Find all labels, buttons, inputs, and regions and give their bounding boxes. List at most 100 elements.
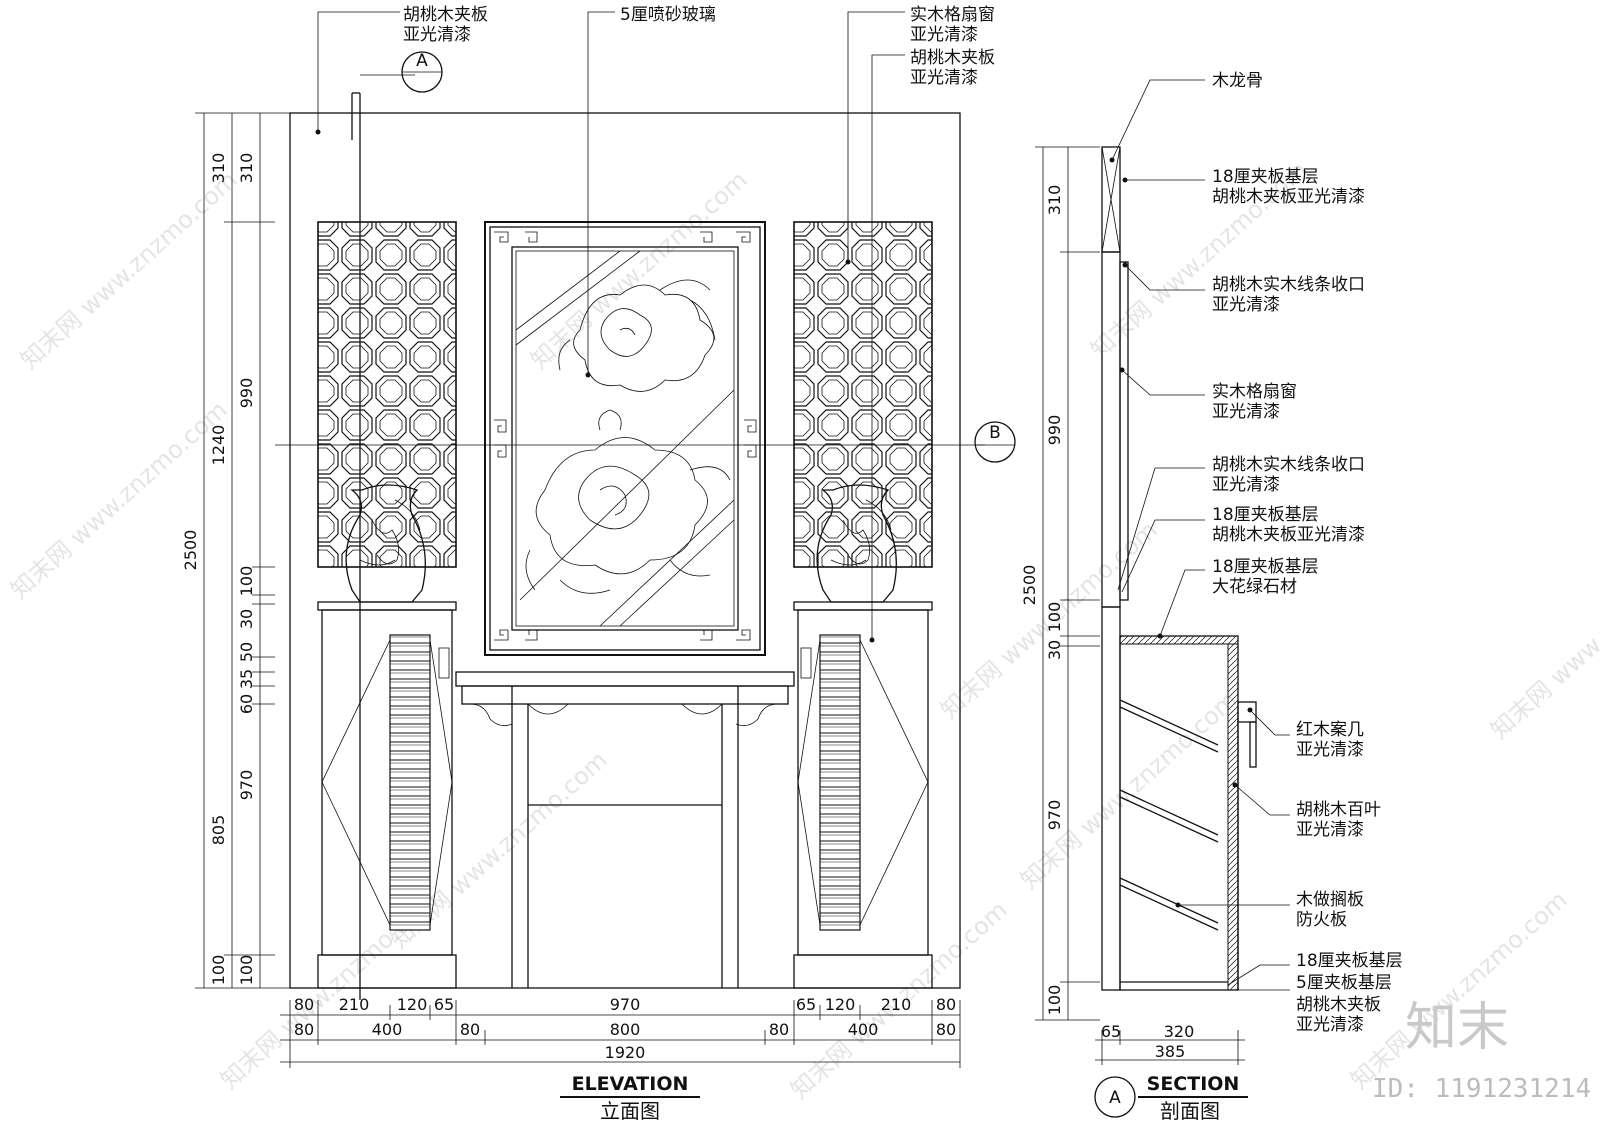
elevation-dimension-lines <box>195 112 290 989</box>
dim-label: 80 <box>936 1020 956 1039</box>
section-dimension-lines <box>1035 146 1245 1065</box>
dim-label: 100 <box>1045 602 1064 633</box>
dim-label: 80 <box>294 995 314 1014</box>
elevation-callout-text: 亚光清漆 <box>910 25 978 45</box>
section-callout-text: 木做搁板 <box>1296 890 1364 910</box>
section-callout-leaders <box>1109 79 1290 991</box>
dim-label: 80 <box>769 1020 789 1039</box>
dim-label: 990 <box>1045 415 1064 446</box>
elevation-callouts: 胡桃木夹板 亚光清漆 5厘喷砂玻璃 实木格扇窗 亚光清漆 胡桃木夹板 亚光清漆 <box>403 5 995 88</box>
dim-label: 385 <box>1155 1042 1186 1061</box>
dim-label: 100 <box>237 566 256 597</box>
watermark: 知末网 www.znzmo.com <box>15 166 242 375</box>
marker-a-label: A <box>416 51 428 71</box>
dim-label: 60 <box>237 694 256 714</box>
dim-label: 990 <box>237 378 256 409</box>
sandblasted-glass-panel <box>484 221 766 656</box>
elevation-dims-left: 2500 310 1240 805 100 310 990 100 30 50 … <box>181 153 256 986</box>
dim-label: 2500 <box>181 530 200 571</box>
section-callout-text: 胡桃木实木线条收口 <box>1212 455 1365 475</box>
dim-label: 800 <box>610 1020 641 1039</box>
section-callout-text: 18厘夹板基层 <box>1212 557 1319 577</box>
dim-label: 50 <box>237 642 256 662</box>
section-callout-text: 胡桃木实木线条收口 <box>1212 275 1365 295</box>
dim-label: 400 <box>848 1020 879 1039</box>
wall-outline <box>289 112 961 989</box>
section-callout-text: 5厘夹板基层 <box>1296 973 1392 993</box>
dim-label: 30 <box>1045 640 1064 660</box>
section-callout-text: 胡桃木夹板 <box>1296 995 1381 1015</box>
watermark: 知末网 www.znzmo.com <box>525 166 752 375</box>
dim-label: 100 <box>237 955 256 986</box>
left-lattice-window <box>317 221 457 568</box>
dim-label: 1240 <box>209 425 228 466</box>
section-callout-text: 红木案几 <box>1296 720 1364 740</box>
section-callout-text: 大花绿石材 <box>1212 577 1297 597</box>
dim-label: 2500 <box>1020 565 1039 606</box>
elevation-callout-text: 5厘喷砂玻璃 <box>620 5 716 25</box>
dim-label: 310 <box>1045 185 1064 216</box>
section-callout-text: 18厘夹板基层 <box>1296 951 1403 971</box>
rosewood-console-table <box>455 671 795 988</box>
section-callout-text: 亚光清漆 <box>1296 820 1364 840</box>
dim-label: 35 <box>237 669 256 689</box>
watermark: 知末网 www.znzmo.com <box>5 396 232 605</box>
dim-label: 310 <box>209 153 228 184</box>
section-callout-text: 18厘夹板基层 <box>1212 505 1319 525</box>
site-logo: 知末 <box>1405 998 1509 1058</box>
dim-label: 120 <box>397 995 428 1014</box>
dim-label: 100 <box>1045 985 1064 1016</box>
elevation-drawing <box>275 92 985 1000</box>
image-id: ID: 1191231214 <box>1372 1074 1591 1104</box>
dim-label: 30 <box>237 609 256 629</box>
section-callouts: 木龙骨 18厘夹板基层 胡桃木夹板亚光清漆 胡桃木实木线条收口 亚光清漆 实木格… <box>1212 71 1403 1035</box>
right-lattice-window <box>793 221 933 568</box>
dim-label: 400 <box>372 1020 403 1039</box>
elevation-title: ELEVATION 立面图 <box>560 1073 700 1123</box>
section-callout-text: 亚光清漆 <box>1296 740 1364 760</box>
watermark: 知末网 www.znzmo.com <box>1485 536 1600 745</box>
section-title-marker: A <box>1109 1088 1121 1108</box>
section-callout-text: 实木格扇窗 <box>1212 382 1297 402</box>
section-marker-a: A <box>360 51 443 93</box>
dim-label: 805 <box>209 815 228 846</box>
section-title-en: SECTION <box>1147 1073 1240 1095</box>
dim-label: 65 <box>434 995 454 1014</box>
section-callout-text: 防火板 <box>1296 910 1347 930</box>
right-cabinet <box>793 484 933 989</box>
elevation-callout-leaders <box>315 11 905 643</box>
dim-label: 970 <box>1045 800 1064 831</box>
section-callout-text: 胡桃木夹板亚光清漆 <box>1212 187 1365 207</box>
dim-label: 210 <box>881 995 912 1014</box>
dim-label: 970 <box>237 770 256 801</box>
dim-label: 65 <box>1101 1022 1121 1041</box>
section-title-cn: 剖面图 <box>1160 1099 1220 1123</box>
elevation-title-cn: 立面图 <box>600 1099 660 1123</box>
dim-label: 100 <box>209 955 228 986</box>
section-callout-text: 亚光清漆 <box>1212 402 1280 422</box>
elevation-title-en: ELEVATION <box>572 1073 689 1095</box>
dim-label: 1920 <box>605 1043 646 1062</box>
section-callout-text: 胡桃木夹板亚光清漆 <box>1212 525 1365 545</box>
elevation-callout-text: 亚光清漆 <box>910 68 978 88</box>
dim-label: 210 <box>339 995 370 1014</box>
left-louver-door <box>389 634 431 931</box>
section-callout-text: 亚光清漆 <box>1212 295 1280 315</box>
elevation-dimension-lines-bottom <box>280 1000 961 1068</box>
dim-label: 65 <box>796 995 816 1014</box>
elevation-callout-text: 胡桃木夹板 <box>403 5 488 25</box>
watermark: 知末网 www.znzmo.com <box>1015 686 1242 895</box>
dim-label: 970 <box>610 995 641 1014</box>
section-callout-text: 胡桃木百叶 <box>1296 800 1381 820</box>
dim-label: 120 <box>825 995 856 1014</box>
section-dims: 2500 310 990 100 30 970 100 65 320 385 <box>1020 185 1194 1061</box>
elevation-dims-bottom: 80 210 120 65 970 65 120 210 80 80 400 8… <box>294 995 956 1062</box>
dim-label: 80 <box>936 995 956 1014</box>
marker-b-label: B <box>989 423 1001 443</box>
elevation-callout-text: 亚光清漆 <box>403 25 471 45</box>
section-callout-text: 亚光清漆 <box>1212 475 1280 495</box>
section-marker-b: B <box>974 421 1016 463</box>
dim-label: 320 <box>1164 1022 1195 1041</box>
section-callout-text: 18厘夹板基层 <box>1212 167 1319 187</box>
